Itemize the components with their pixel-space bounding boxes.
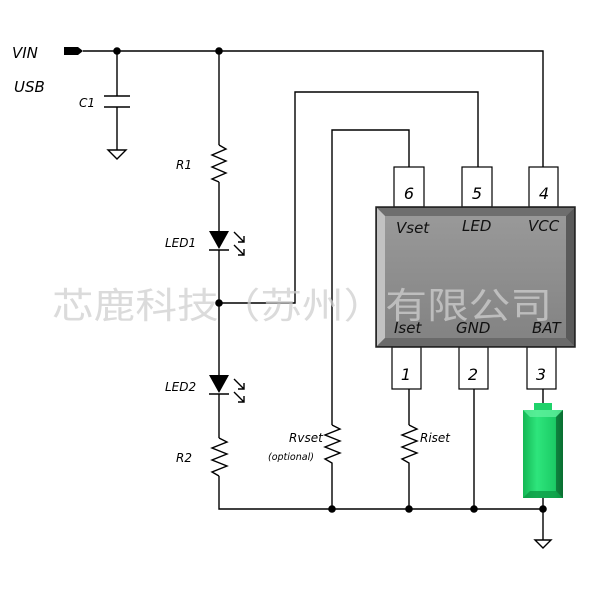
c1-label: C1 xyxy=(79,96,95,110)
led1-label: LED1 xyxy=(165,236,196,250)
battery-icon xyxy=(523,403,563,498)
r2-label: R2 xyxy=(176,451,192,465)
usb-label: USB xyxy=(14,78,45,96)
pin-6-number: 6 xyxy=(404,184,414,203)
riset-label: Riset xyxy=(420,431,451,445)
chip-pin-gnd-label: GND xyxy=(456,319,490,337)
pin-1-number: 1 xyxy=(401,365,411,384)
led-pin-wire xyxy=(219,91,479,304)
chip-pin-led-label: LED xyxy=(462,217,491,235)
pin-3: 3 xyxy=(526,346,557,390)
vin-connector xyxy=(64,47,83,55)
rvset-resistor xyxy=(323,424,342,509)
pin-2: 2 xyxy=(458,346,489,390)
r1-resistor xyxy=(210,144,228,183)
rvset-label: Rvset xyxy=(289,431,324,445)
ground-rail xyxy=(218,476,543,510)
pin-1: 1 xyxy=(391,346,422,390)
watermark-text: 芯鹿科技（苏州）有限公司 xyxy=(52,286,552,327)
rvset-note: (optional) xyxy=(268,452,314,463)
vin-rail xyxy=(83,50,544,167)
led1-diode-icon xyxy=(209,231,229,249)
ground-icon-bottom xyxy=(533,539,553,549)
r1-label: R1 xyxy=(176,158,192,172)
riset-resistor xyxy=(400,424,419,509)
vset-wire xyxy=(331,129,410,425)
ground-icon xyxy=(106,149,128,160)
r2-resistor xyxy=(210,437,229,477)
c1-plates xyxy=(104,95,130,108)
vin-label: VIN xyxy=(12,44,38,62)
pin-2-number: 2 xyxy=(468,365,478,384)
chip-pin-bat-label: BAT xyxy=(532,319,562,337)
pin-3-number: 3 xyxy=(536,365,546,384)
pin-6: 6 xyxy=(393,166,425,208)
pin-5-number: 5 xyxy=(472,184,482,203)
chip-pin-iset-label: Iset xyxy=(394,319,422,337)
led1-light-arrows-icon xyxy=(233,231,245,256)
chip-body xyxy=(375,206,576,348)
pin-4: 4 xyxy=(528,166,559,208)
pin-5: 5 xyxy=(461,166,493,208)
led2-diode-icon xyxy=(209,375,229,393)
chip-pin-vcc-label: VCC xyxy=(528,217,560,235)
led2-light-arrows-icon xyxy=(233,378,245,403)
pin-4-number: 4 xyxy=(539,184,549,203)
led2-label: LED2 xyxy=(165,380,196,394)
chip-pin-vset-label: Vset xyxy=(396,219,430,237)
